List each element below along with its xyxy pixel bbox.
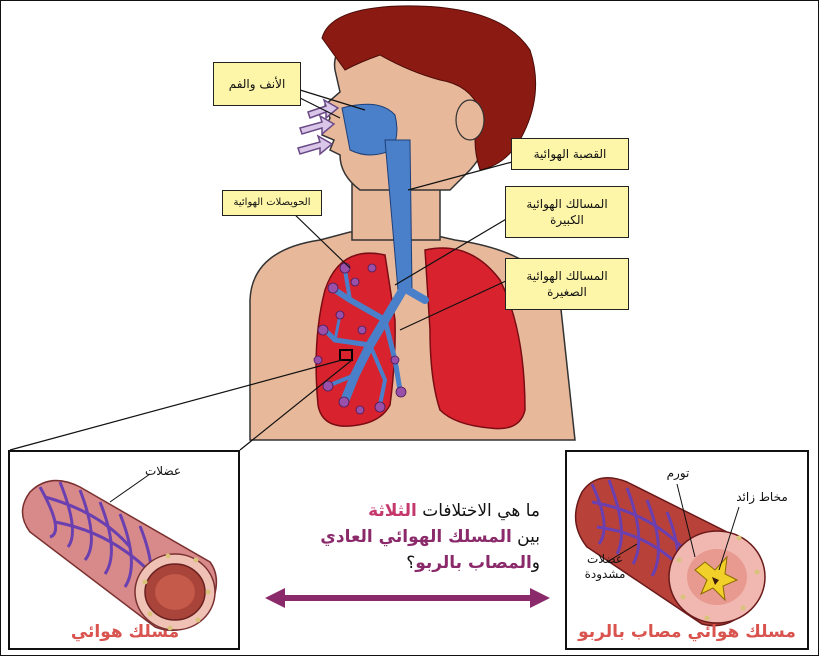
label-tight-muscles: عضلات مشدودة	[575, 552, 635, 582]
label-swelling: تورم	[655, 466, 701, 481]
question-line1-highlight: الثلاثة	[368, 501, 417, 521]
label-tight-muscles-line2: مشدودة	[575, 567, 635, 582]
question-line1-plain: ما هي الاختلافات	[417, 501, 540, 521]
label-large-airways-line2: الكبيرة	[550, 212, 584, 228]
label-nose-mouth-text: الأنف والفم	[229, 76, 286, 92]
label-small-airways-line2: الصغيرة	[547, 284, 587, 300]
panel-normal-airway: عضلات مسلك هوائي	[8, 450, 240, 650]
asthma-airway-illustration	[567, 452, 807, 648]
question-line3-plain: و	[532, 553, 540, 573]
panel-asthma-airway: تورم مخاط زائد عضلات مشدودة مسلك هوائي م…	[565, 450, 809, 650]
label-tight-muscles-line1: عضلات	[575, 552, 635, 567]
caption-normal-airway: مسلك هوائي	[60, 622, 190, 642]
question-text: ما هي الاختلافات الثلاثة بين المسلك الهو…	[250, 498, 540, 576]
label-muscles: عضلات	[138, 464, 188, 479]
label-alveoli-text: الحويصلات الهوائية	[234, 195, 311, 211]
label-small-airways: المسالك الهوائية الصغيرة	[505, 258, 629, 310]
question-line3-end: ؟	[406, 553, 415, 573]
label-trachea: القصبة الهوائية	[511, 138, 629, 170]
normal-airway-illustration	[10, 452, 238, 648]
question-line1: ما هي الاختلافات الثلاثة	[250, 498, 540, 524]
label-excess-mucus: مخاط زائد	[727, 490, 797, 505]
label-alveoli: الحويصلات الهوائية	[222, 190, 322, 216]
question-line2-highlight: المسلك الهوائي العادي	[320, 527, 512, 547]
question-line3: والمصاب بالربو؟	[250, 550, 540, 576]
label-large-airways: المسالك الهوائية الكبيرة	[505, 186, 629, 238]
label-small-airways-line1: المسالك الهوائية	[526, 268, 607, 284]
label-large-airways-line1: المسالك الهوائية	[526, 196, 607, 212]
label-trachea-text: القصبة الهوائية	[534, 146, 607, 162]
question-line2-plain: بين	[512, 527, 540, 547]
label-nose-mouth: الأنف والفم	[213, 62, 301, 106]
ear	[456, 100, 484, 140]
question-line3-highlight: المصاب بالربو	[415, 553, 532, 573]
caption-asthma-airway: مسلك هوائي مصاب بالربو	[571, 622, 803, 642]
double-arrow	[265, 588, 550, 608]
question-line2: بين المسلك الهوائي العادي	[250, 524, 540, 550]
